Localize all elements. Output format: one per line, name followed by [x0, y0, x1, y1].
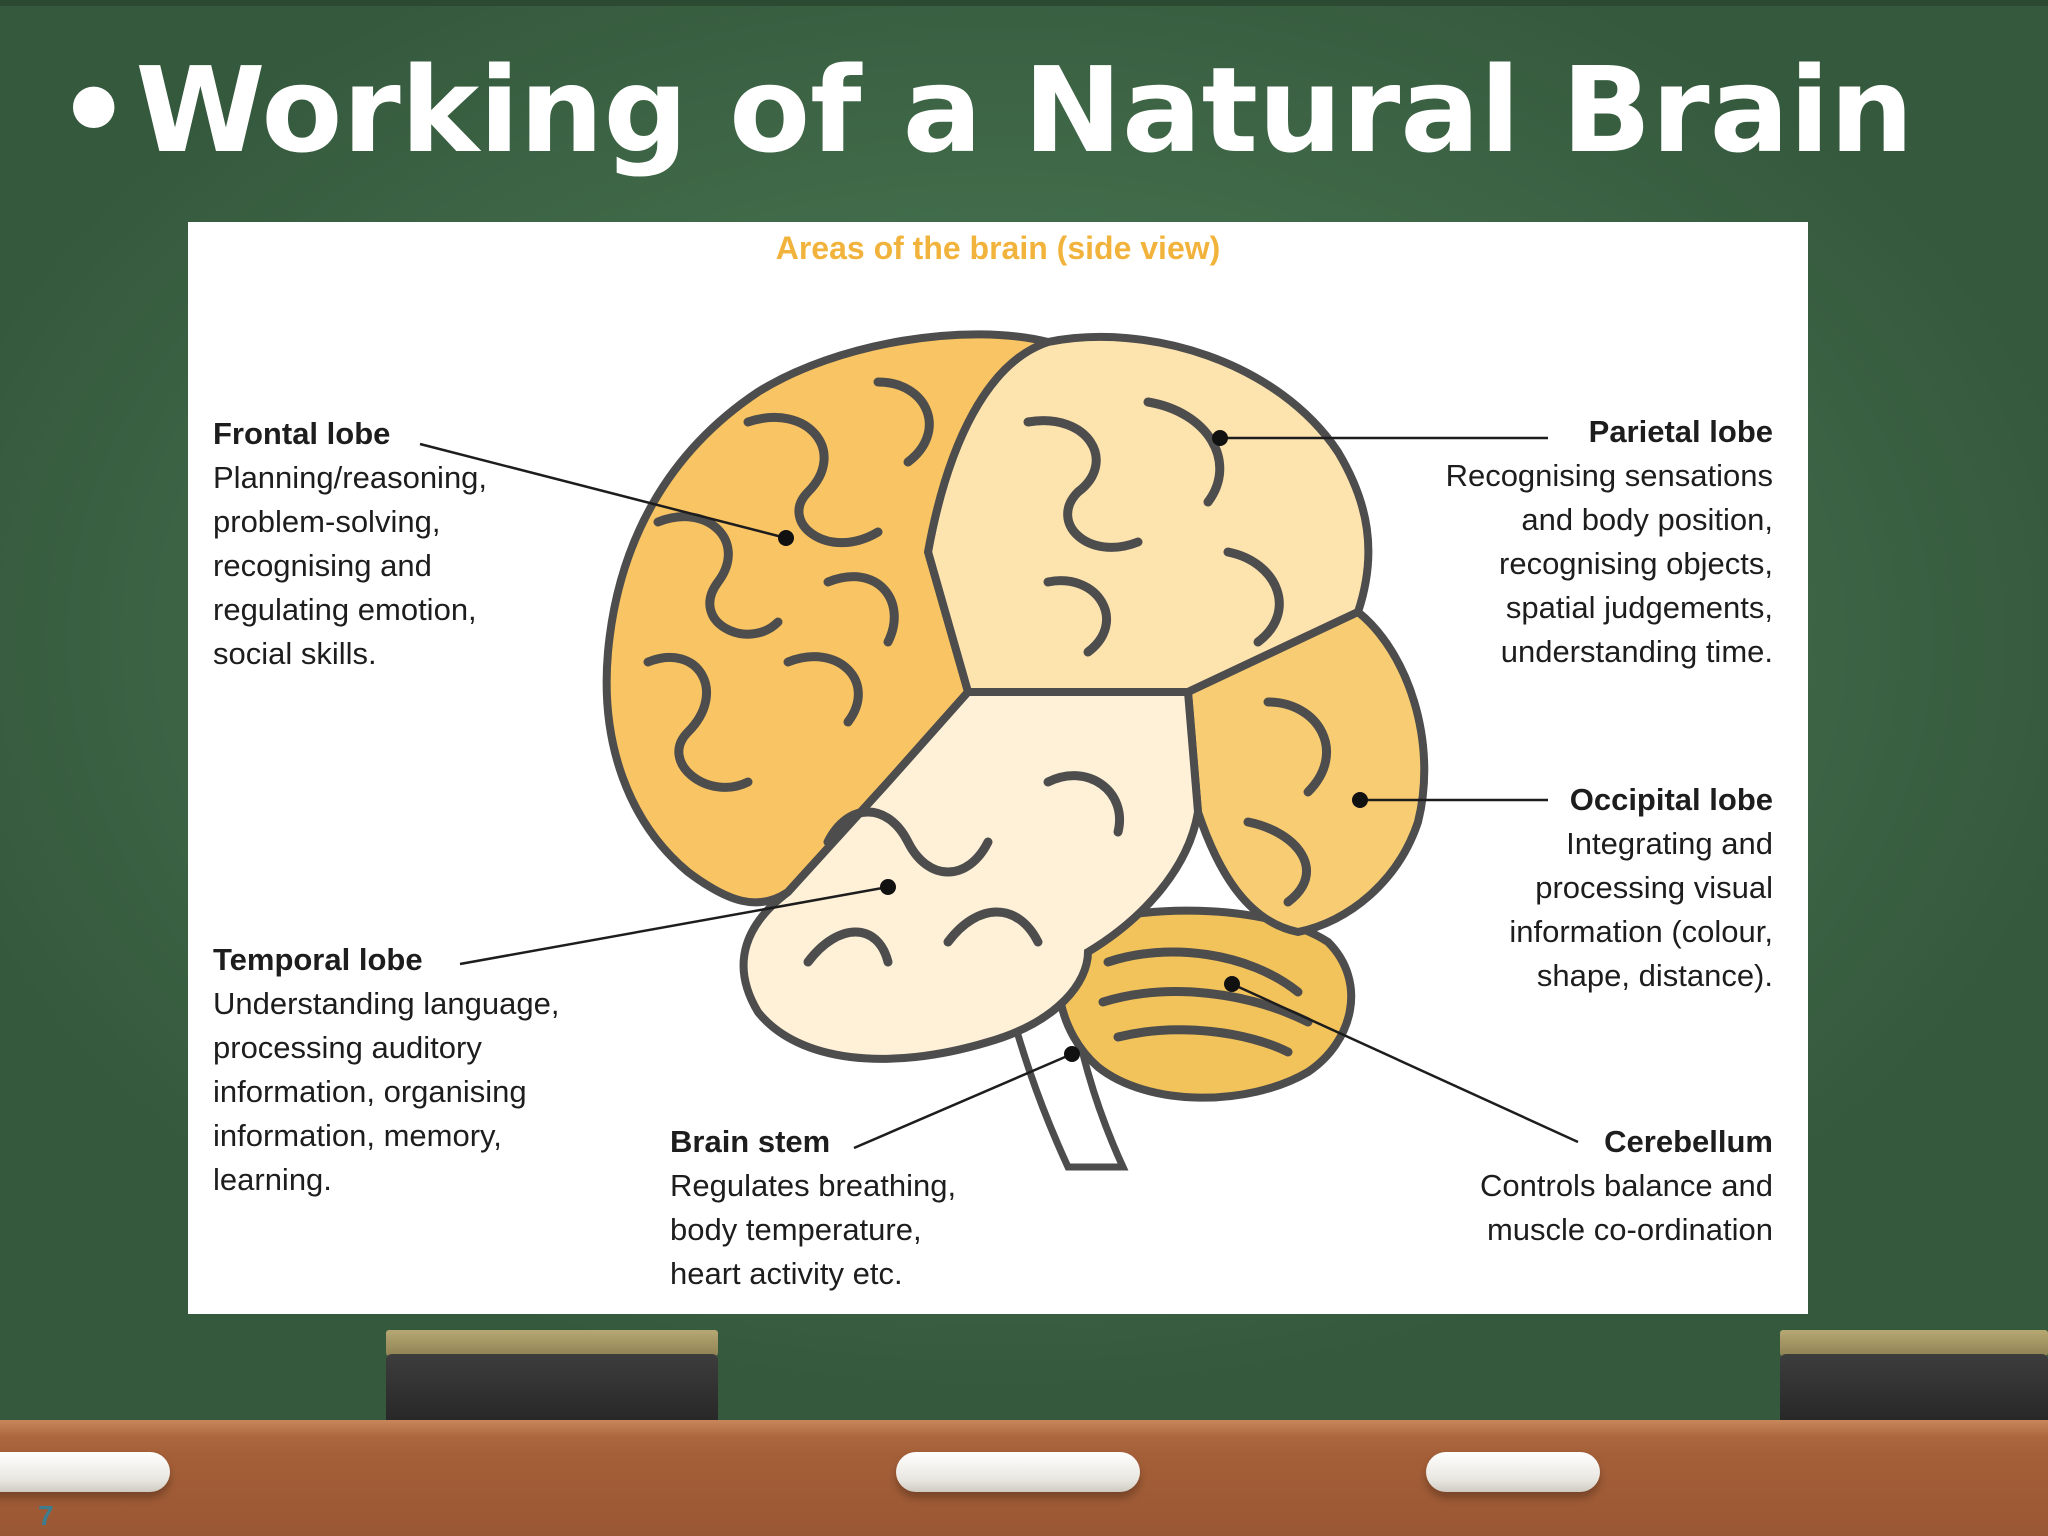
label-brain-stem: Brain stem Regulates breathing, body tem… — [670, 1120, 956, 1296]
slide-page-number: 7 — [38, 1500, 54, 1531]
temporal-lobe-name: Temporal lobe — [213, 942, 423, 977]
label-temporal-lobe: Temporal lobe Understanding language, pr… — [213, 938, 559, 1202]
label-cerebellum: Cerebellum Controls balance and muscle c… — [1480, 1120, 1773, 1252]
chalk-stick-middle — [896, 1452, 1140, 1492]
slide-title: •Working of a Natural Brain — [56, 40, 1914, 180]
leader-dots — [778, 430, 1368, 1062]
brain-stem-name: Brain stem — [670, 1124, 831, 1159]
label-frontal-lobe: Frontal lobe Planning/reasoning, problem… — [213, 412, 487, 676]
brain-illustration — [419, 330, 1579, 1171]
brain-stem-desc: Regulates breathing, body temperature, h… — [670, 1168, 957, 1291]
occipital-lobe-shape — [1183, 607, 1429, 937]
diagram-caption: Areas of the brain (side view) — [775, 230, 1221, 266]
title-text: Working of a Natural Brain — [135, 41, 1914, 179]
label-parietal-lobe: Parietal lobe Recognising sensations and… — [1446, 410, 1773, 674]
frontal-lobe-name: Frontal lobe — [213, 416, 391, 451]
leader-lines — [419, 436, 1579, 1150]
frontal-lobe-shape — [602, 330, 1063, 907]
board-frame — [0, 0, 2048, 6]
chalk-ledge-lip — [0, 1420, 2048, 1438]
parietal-lobe-desc: Recognising sensations and body position… — [1445, 458, 1773, 669]
parietal-lobe-name: Parietal lobe — [1588, 414, 1773, 449]
chalk-stick-left — [0, 1452, 170, 1492]
chalk-stick-right — [1426, 1452, 1600, 1492]
occipital-lobe-name: Occipital lobe — [1569, 782, 1773, 817]
brain-diagram: Areas of the brain (side view) — [188, 222, 1808, 1314]
cerebellum-desc: Controls balance and muscle co-ordinatio… — [1480, 1168, 1773, 1247]
label-occipital-lobe: Occipital lobe Integrating and processin… — [1509, 778, 1773, 998]
cerebellum-name: Cerebellum — [1604, 1124, 1773, 1159]
occipital-lobe-desc: Integrating and processing visual inform… — [1509, 826, 1773, 993]
temporal-lobe-desc: Understanding language, processing audit… — [213, 986, 560, 1197]
brain-folds — [643, 377, 1331, 1057]
frontal-lobe-desc: Planning/reasoning, problem-solving, rec… — [213, 460, 488, 671]
title-bullet: • — [56, 41, 132, 179]
temporal-lobe-shape — [739, 688, 1203, 1063]
